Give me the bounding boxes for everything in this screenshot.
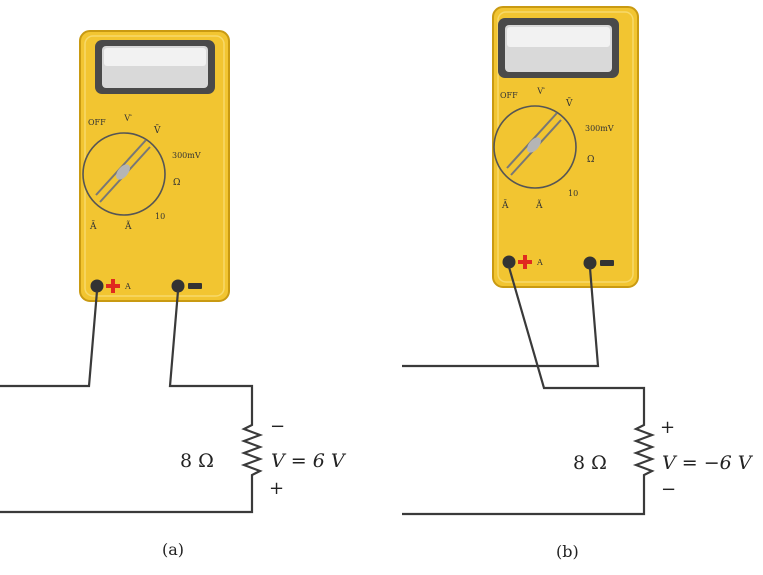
lead-minus-a	[168, 290, 254, 420]
ohm-label: Ω	[173, 178, 180, 188]
dca-label: Ā	[501, 199, 509, 211]
multimeter-a: OFF V͂ V̄ 300mV Ω 10 Ā Ã A	[79, 30, 230, 302]
top-sign-b: +	[660, 417, 675, 438]
dcv-label: V̄	[565, 97, 573, 109]
bottom-wire-a	[0, 478, 254, 514]
lead-minus-b	[402, 267, 600, 368]
dcv-label: V̄	[153, 124, 161, 136]
minus-icon	[188, 283, 202, 289]
amp-jack-label: A	[124, 282, 131, 291]
voltage-label-b: V = −6 V	[662, 452, 754, 474]
lead-plus-b	[507, 266, 646, 420]
jack-plus-a[interactable]	[90, 279, 104, 293]
acv-label: V͂	[124, 114, 132, 124]
ohm-label: Ω	[587, 155, 594, 165]
off-label: OFF	[88, 118, 106, 127]
panel-b: OFF V͂ V̄ 300mV Ω 10 Ā Ã A 8 Ω + V = −6 …	[402, 6, 754, 561]
jack-minus-a[interactable]	[171, 279, 185, 293]
bottom-sign-a: +	[269, 478, 284, 499]
panel-a: OFF V͂ V̄ 300mV Ω 10 Ā Ã A 8 Ω − V = 6 V	[0, 30, 347, 559]
caption-b: (b)	[556, 542, 579, 561]
lead-plus-a	[0, 290, 99, 388]
jack-plus-b[interactable]	[502, 255, 516, 269]
mv-label: 300mV	[172, 151, 201, 160]
off-label: OFF	[500, 91, 518, 100]
ten-label: 10	[568, 189, 578, 198]
mv-label: 300mV	[585, 124, 614, 133]
amp-jack-label: A	[536, 258, 543, 267]
multimeter-b: OFF V͂ V̄ 300mV Ω 10 Ā Ã A	[492, 6, 639, 288]
top-sign-a: −	[270, 416, 285, 437]
resistor-b	[632, 420, 656, 478]
jack-minus-b[interactable]	[583, 256, 597, 270]
minus-icon	[600, 260, 614, 266]
aca-label: Ã	[535, 199, 543, 211]
dca-label: Ā	[89, 220, 97, 232]
ten-label: 10	[155, 212, 165, 221]
acv-label: V͂	[537, 87, 545, 97]
resistor-a	[240, 420, 264, 478]
plus-icon	[106, 279, 120, 293]
bottom-sign-b: −	[661, 479, 676, 500]
aca-label: Ã	[124, 220, 132, 232]
resistance-label-b: 8 Ω	[573, 452, 607, 474]
bottom-wire-b	[402, 478, 646, 516]
caption-a: (a)	[162, 540, 184, 559]
resistance-label-a: 8 Ω	[180, 450, 214, 472]
plus-icon	[518, 255, 532, 269]
voltage-label-a: V = 6 V	[271, 450, 347, 472]
